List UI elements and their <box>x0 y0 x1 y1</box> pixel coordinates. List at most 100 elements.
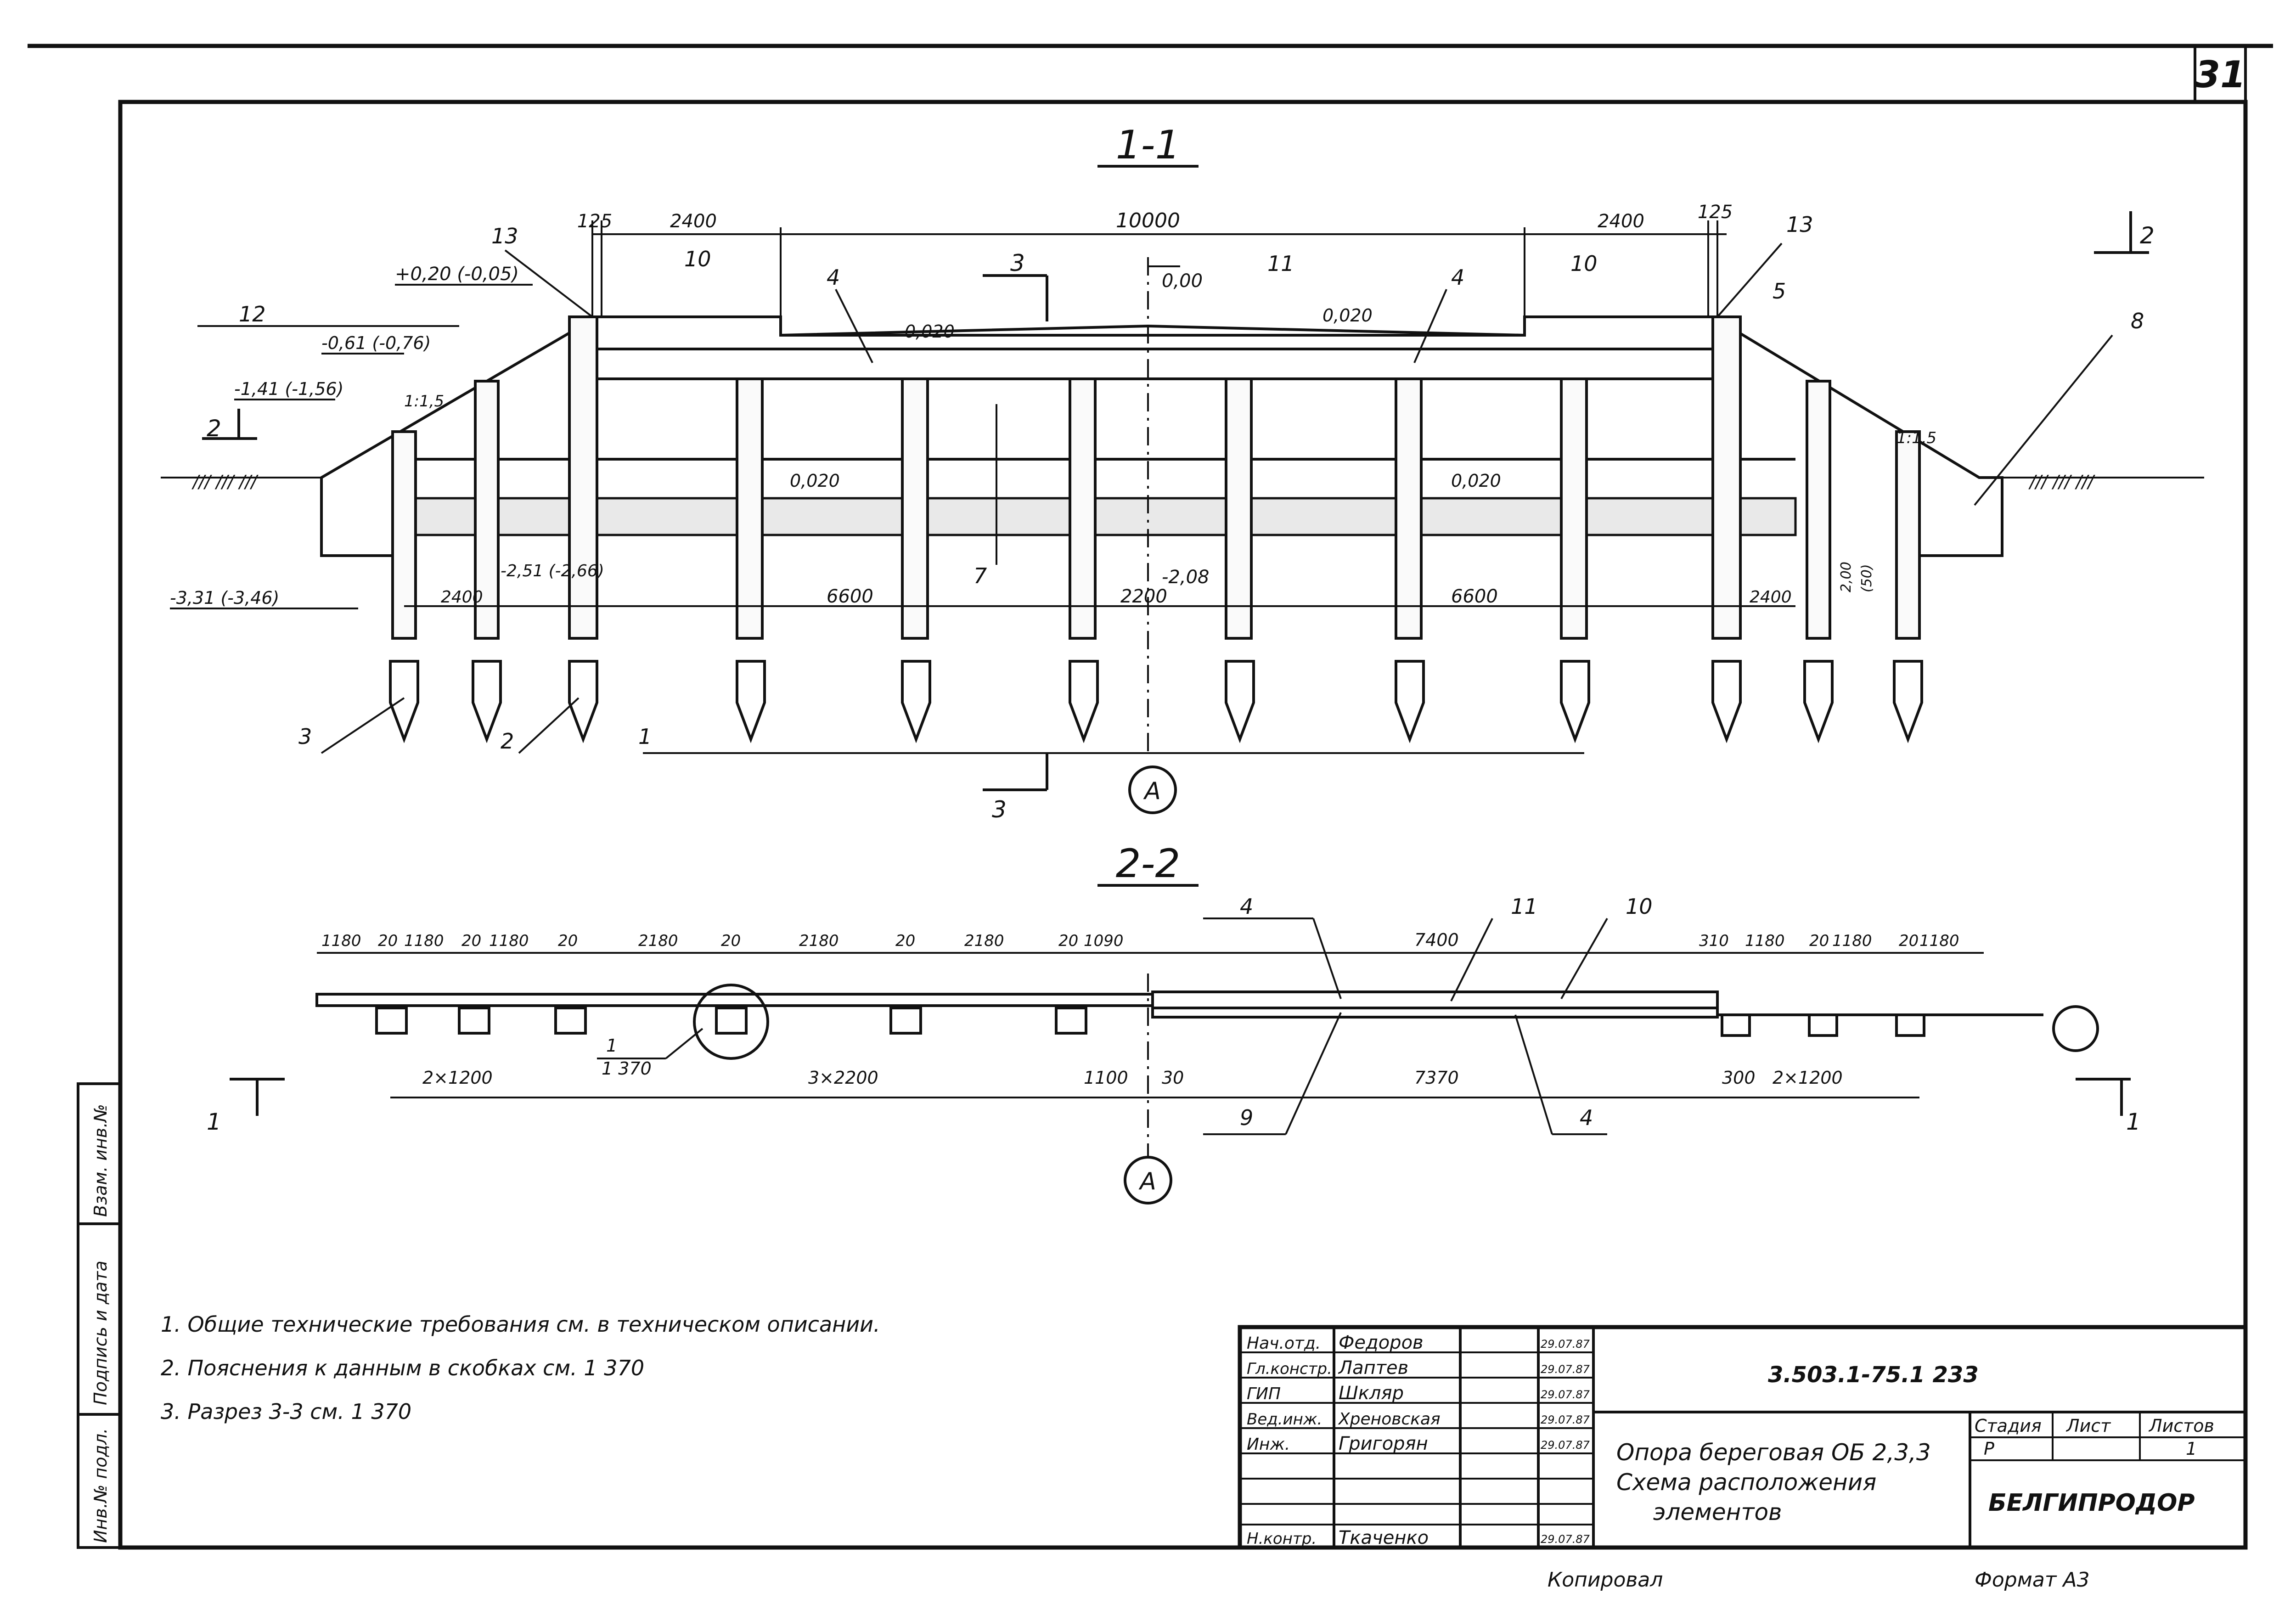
dim-lower: 6600 <box>827 586 873 607</box>
dim-2-2-bottom: 2×1200 <box>422 1068 493 1088</box>
pile <box>1560 377 1588 640</box>
tb-name: Ткаченко <box>1339 1527 1429 1548</box>
tb-date: 29.07.87 <box>1541 1363 1590 1376</box>
pile <box>474 380 500 640</box>
dim-2-2: 2180 <box>638 932 678 950</box>
tb-stage-header: Стадия <box>1975 1416 2042 1436</box>
dim-2-2-bottom: 30 <box>1162 1068 1184 1088</box>
level-label: +0,20 (-0,05) <box>395 264 519 285</box>
sheet-number: 31 <box>2195 53 2245 96</box>
svg-text:/// /// ///: /// /// /// <box>2028 472 2096 492</box>
deck-middle <box>1151 991 1719 1009</box>
callout: 11 <box>1267 251 1294 276</box>
dim-2-2: 20 <box>461 932 481 950</box>
callout: 10 <box>1626 894 1653 919</box>
dim-2-2: 1180 <box>404 932 444 950</box>
cut-label: 1 <box>2126 1109 2141 1135</box>
tb-org: БЕЛГИПРОДОР <box>1988 1489 2195 1517</box>
side-label-inv: Инв.№ подл. <box>90 1428 111 1543</box>
level-label: (50) <box>1859 564 1875 592</box>
piles-1-1 <box>389 315 1923 743</box>
side-label-sign: Подпись и дата <box>90 1261 111 1405</box>
slope-label: 0,020 <box>1451 471 1501 491</box>
deck-slab <box>596 315 1714 350</box>
dim-2-2-bottom: 1100 <box>1084 1068 1128 1088</box>
note-3: 3. Разрез 3-3 см. 1 370 <box>161 1399 411 1424</box>
tb-name-line-3: элементов <box>1653 1499 1782 1525</box>
tb-sheet-header: Лист <box>2065 1416 2111 1436</box>
tb-name: Федоров <box>1339 1332 1424 1353</box>
cut-label: 2 <box>207 415 221 442</box>
callout: 13 <box>1786 212 1813 237</box>
notes: 1. Общие технические требования см. в те… <box>161 1312 880 1424</box>
pile <box>1895 430 1921 640</box>
slope-label: 0,020 <box>905 321 955 342</box>
pile <box>736 377 764 640</box>
callout: 7 <box>974 563 987 588</box>
level-label: 2,00 <box>1838 562 1854 592</box>
tb-stage: Р <box>1984 1439 1994 1459</box>
slope-ratio: 1:1,5 <box>1896 429 1936 447</box>
tb-role: Нач.отд. <box>1247 1334 1321 1353</box>
level-label: -2,51 (-2,66) <box>501 562 604 580</box>
slope-ratio: 1:1,5 <box>404 392 444 411</box>
axis-circle-right <box>2052 1005 2099 1052</box>
pile <box>1395 377 1423 640</box>
dim-2-2: 7400 <box>1414 930 1459 950</box>
dim-lower: 2200 <box>1120 586 1167 607</box>
title-block: Нач.отд. Федоров 29.07.87 Гл.констр. Лап… <box>1238 1325 2248 1550</box>
tb-role: Н.контр. <box>1247 1530 1317 1548</box>
tb-role: Гл.констр. <box>1247 1360 1332 1378</box>
tb-role: Инж. <box>1247 1435 1290 1454</box>
callout: 5 <box>1773 279 1786 304</box>
dim-2-2: 1180 <box>1745 932 1785 950</box>
dim-2-2-bottom: 3×2200 <box>808 1068 878 1088</box>
left-slope <box>320 315 598 557</box>
tb-name: Лаптев <box>1338 1357 1408 1379</box>
tb-date: 29.07.87 <box>1541 1439 1590 1452</box>
section-1-1-title: 1-1 <box>1116 122 1180 168</box>
note-2: 2. Пояснения к данным в скобках см. 1 37… <box>161 1356 644 1380</box>
axis-marker <box>1128 765 1177 814</box>
dim-2-2: 1180 <box>1919 932 1959 950</box>
level-label: -0,61 (-0,76) <box>321 333 431 353</box>
dim-2-2: 1180 <box>321 932 361 950</box>
dim-125-right: 125 <box>1698 202 1733 223</box>
pile <box>568 315 598 640</box>
pile <box>1069 377 1097 640</box>
note-1: 1. Общие технические требования см. в те… <box>161 1312 880 1337</box>
dim-2-2: 20 <box>1058 932 1078 950</box>
pile <box>391 430 417 640</box>
tb-role: Вед.инж. <box>1247 1410 1322 1429</box>
tb-date: 29.07.87 <box>1541 1388 1590 1401</box>
detail-ref-num: 1 <box>606 1036 617 1056</box>
side-stamp <box>77 1082 122 1549</box>
cut-label: 1 <box>207 1109 221 1135</box>
callout: 4 <box>1580 1105 1593 1130</box>
callout: 2 <box>501 729 514 754</box>
cut-label: 3 <box>992 796 1007 823</box>
format-label: Формат А3 <box>1975 1568 2090 1592</box>
slope-label: 0,020 <box>1322 305 1373 326</box>
piles-2-2 <box>375 1007 1925 1037</box>
callout: 11 <box>1511 894 1538 919</box>
dim-2-2: 20 <box>378 932 398 950</box>
tb-code: 3.503.1-75.1 233 <box>1768 1362 1979 1388</box>
pile <box>901 377 929 640</box>
callout: 1 <box>638 724 652 749</box>
callout: 3 <box>298 724 312 749</box>
dim-2-2: 1090 <box>1084 932 1124 950</box>
axis-marker-2-2 <box>1124 1156 1172 1204</box>
detail-ref: 1 370 <box>602 1058 652 1079</box>
tb-date: 29.07.87 <box>1541 1533 1590 1546</box>
dim-2400-right: 2400 <box>1598 211 1644 232</box>
tb-name: Григорян <box>1339 1433 1428 1454</box>
tb-date: 29.07.87 <box>1541 1338 1590 1351</box>
section-2-2-title: 2-2 <box>1116 841 1180 887</box>
dim-lower: 2400 <box>1750 588 1792 607</box>
level-label: 0,00 <box>1162 270 1203 292</box>
inner-frame <box>118 100 2248 1550</box>
tb-sheets-header: Листов <box>2148 1416 2214 1436</box>
